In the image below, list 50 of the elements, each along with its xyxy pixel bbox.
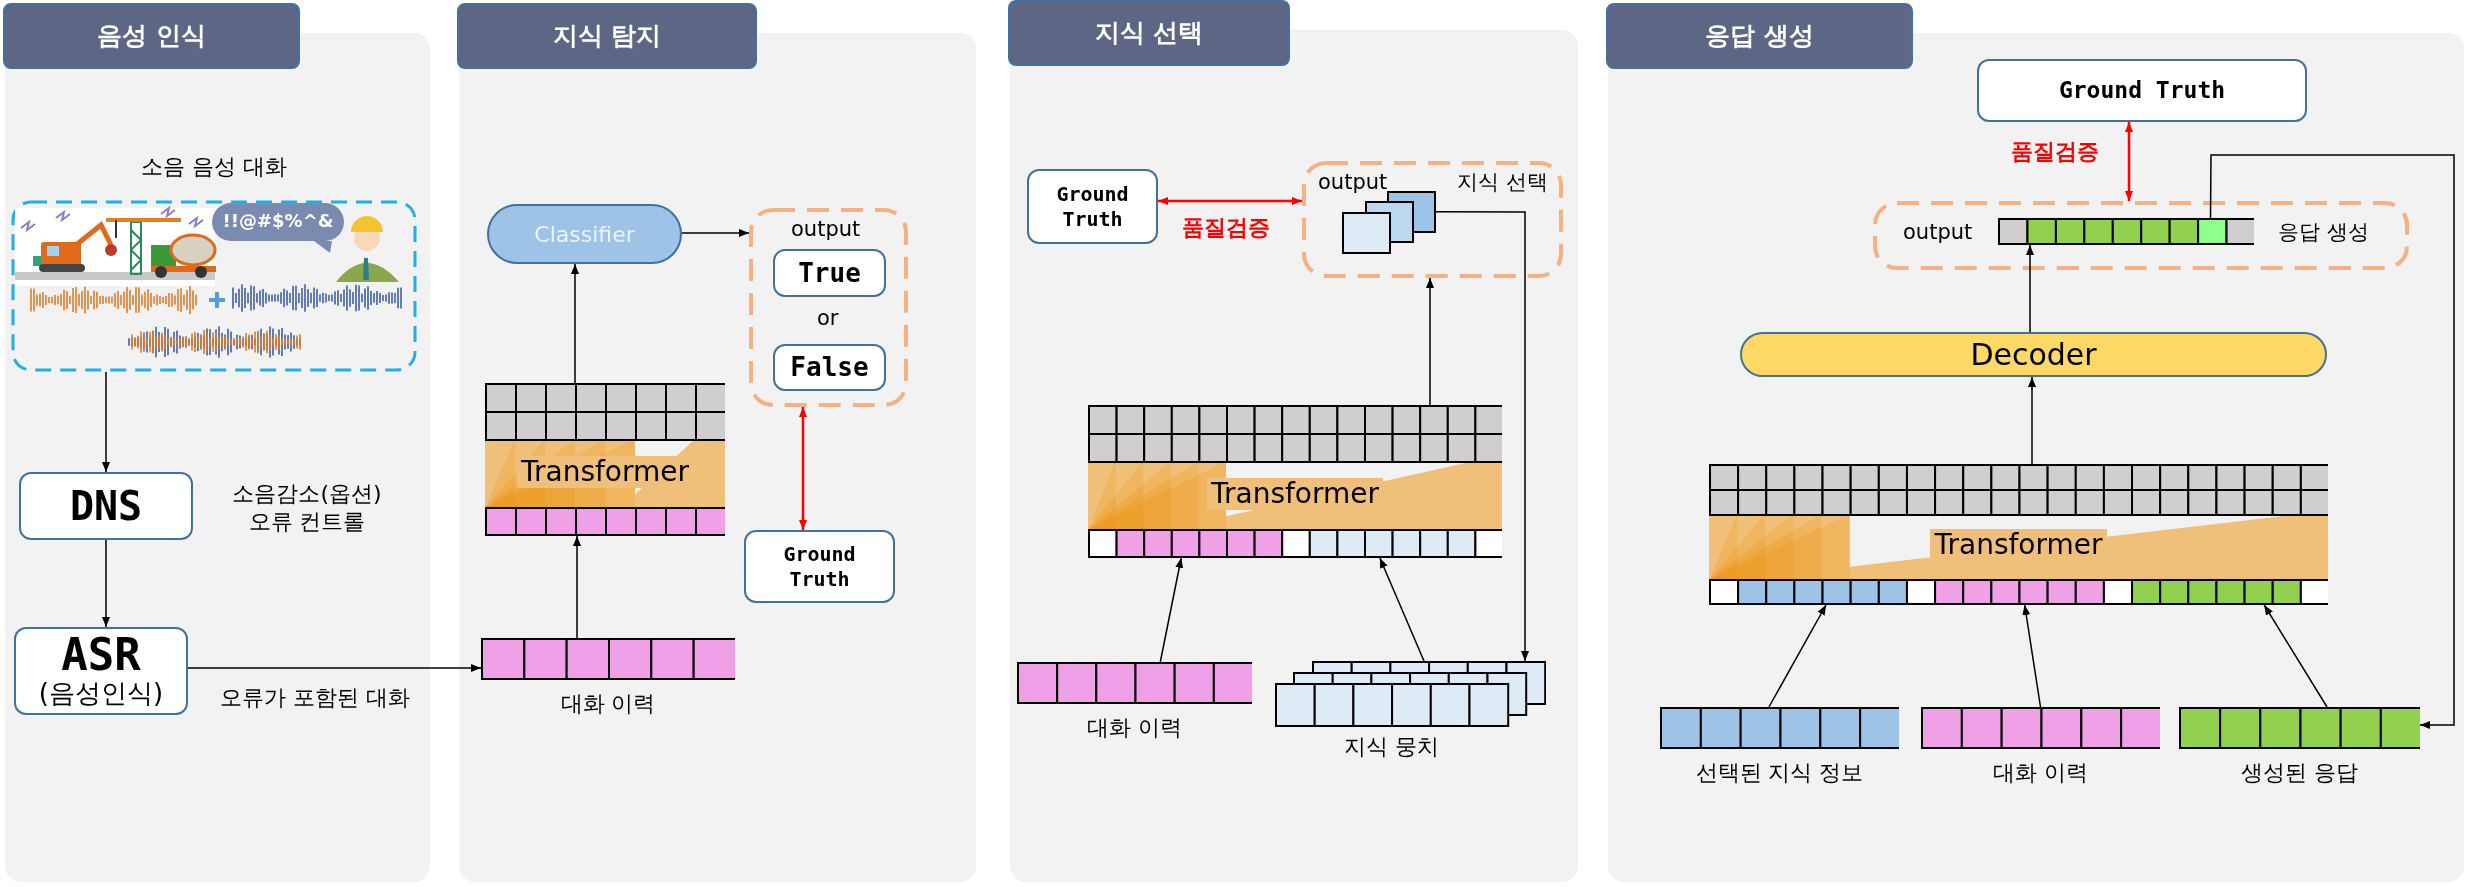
group-label: or: [817, 305, 839, 332]
arrow: [573, 535, 581, 639]
arrow: [2209, 154, 2455, 729]
arrow: [1435, 211, 1529, 662]
panel-header-tab: 지식 탐지: [457, 3, 757, 69]
double-arrow: [2125, 122, 2133, 201]
box-label: Ground Truth: [2058, 76, 2226, 106]
arrow: [187, 664, 482, 672]
box-label: True: [798, 256, 861, 290]
double-arrow: [799, 407, 807, 530]
output-label: output: [1903, 219, 1973, 246]
bar-caption: 대화 이력: [559, 690, 657, 718]
panel-header-tab: 지식 선택: [1008, 0, 1290, 66]
group-heading: 소음 음성 대화: [140, 153, 288, 181]
panel-header-tab: 음성 인식: [3, 3, 300, 69]
bar-caption: 지식 뭉치: [1343, 733, 1440, 761]
arrow: [1426, 277, 1434, 406]
arrow: [1768, 604, 1827, 708]
box-label: Ground Truth: [1055, 181, 1130, 232]
arrow: [102, 539, 110, 628]
arrow: [1159, 557, 1184, 663]
bar-caption: 선택된 지식 정보: [1694, 759, 1865, 787]
panel-header-tab: 응답 생성: [1606, 3, 1913, 69]
arrow: [2026, 244, 2034, 333]
arrow: [681, 229, 750, 237]
arrow: [2028, 376, 2036, 465]
side-note: 소음감소(옵션) 오류 컨트롤: [231, 480, 383, 535]
box-label: Ground Truth: [782, 541, 857, 592]
bubble-text: !!@#$%^&: [221, 210, 335, 233]
arrow: [102, 371, 110, 473]
bar-caption: 생성된 응답: [2240, 759, 2359, 787]
output-label: output: [791, 216, 861, 243]
arrow: [2263, 604, 2328, 708]
transformer-label: Transformer: [1930, 529, 2107, 561]
box-label: False: [790, 351, 869, 384]
group-label: 응답 생성: [2278, 219, 2369, 246]
box-label: ASR: [61, 632, 141, 677]
box-sublabel: (음성인식): [38, 676, 164, 710]
block-label: Decoder: [1970, 336, 2097, 374]
arrow: [1379, 557, 1425, 662]
group-label: 지식 선택: [1457, 169, 1548, 196]
bar-caption: 대화 이력: [1992, 759, 2089, 787]
double-arrow: [1158, 197, 1302, 205]
box-label: DNS: [69, 482, 143, 531]
output-label: output: [1318, 169, 1388, 196]
arrow: [571, 263, 579, 384]
transformer-label: Transformer: [1207, 477, 1383, 510]
arrow: [2022, 604, 2042, 708]
bar-caption: 대화 이력: [1086, 714, 1183, 742]
block-label: Classifier: [534, 220, 635, 249]
